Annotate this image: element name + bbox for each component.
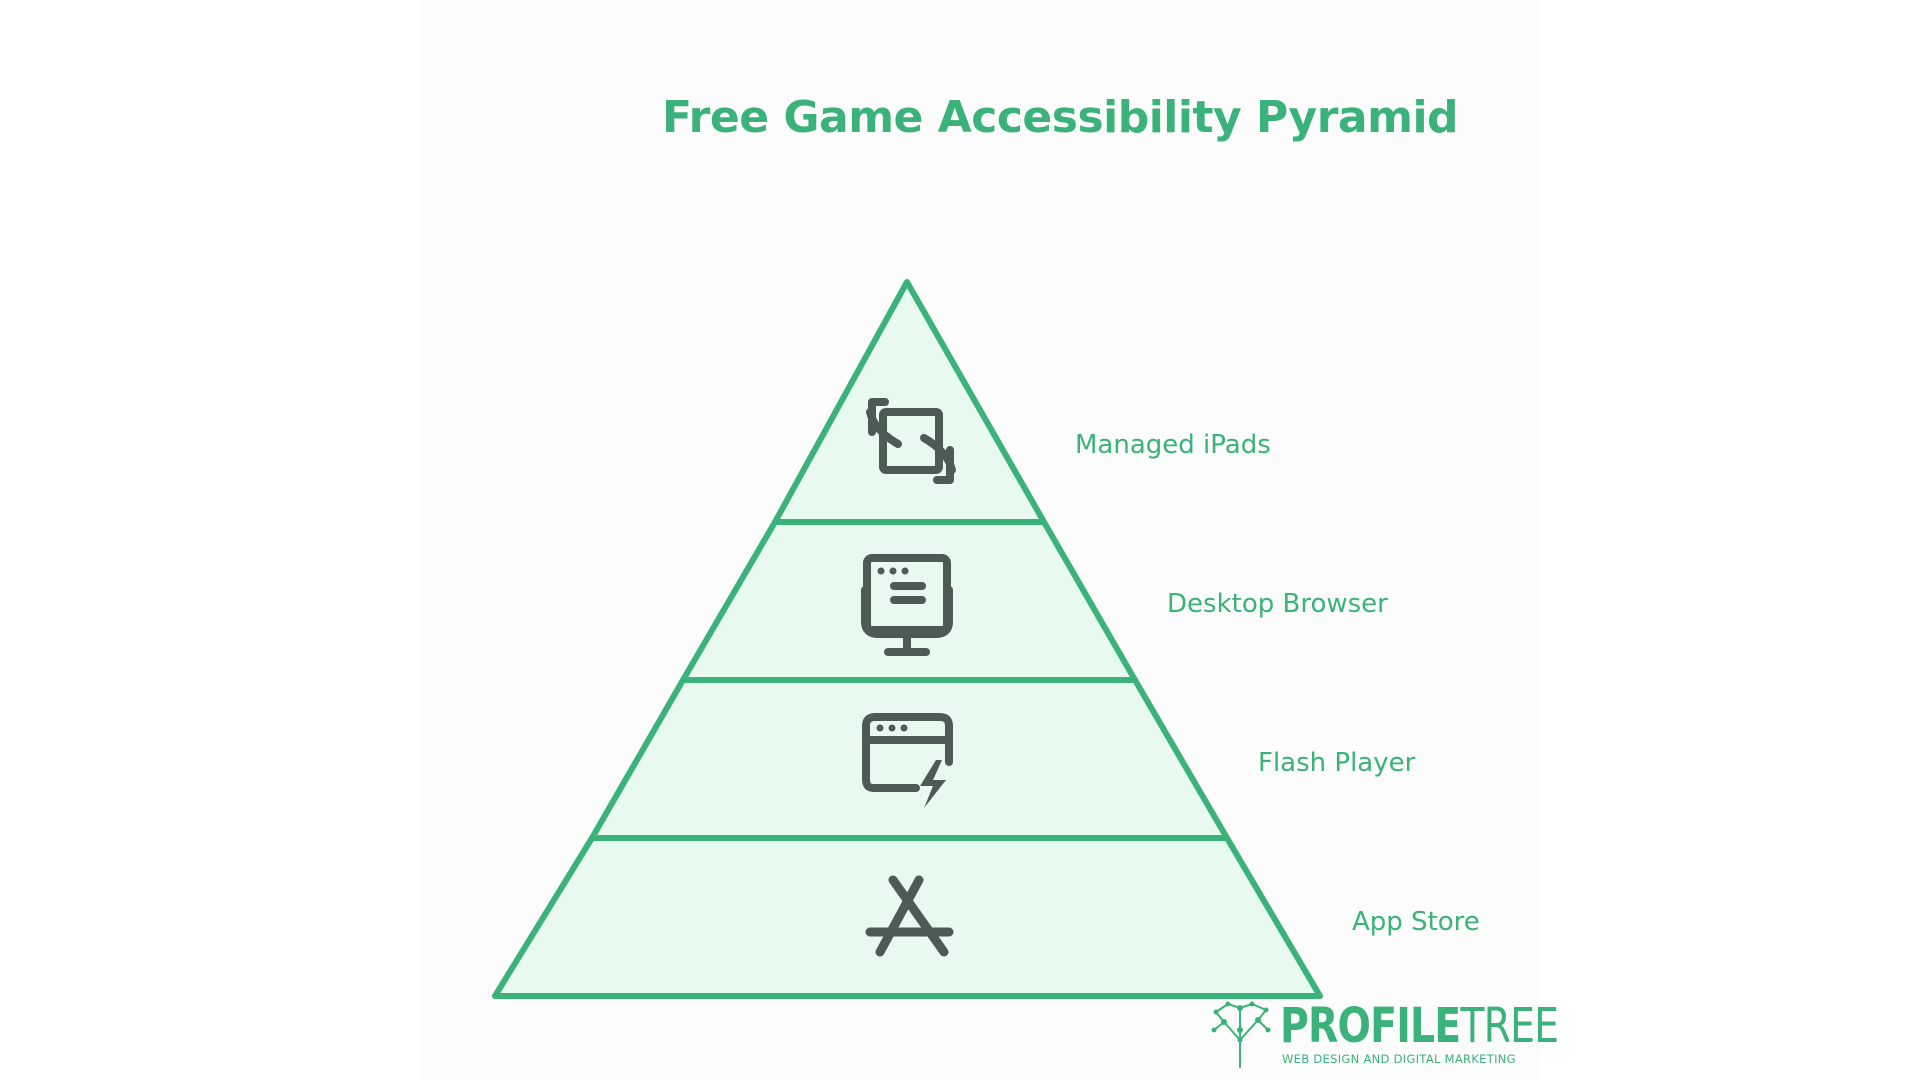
tablet-rotate-icon [866, 398, 956, 484]
app-store-icon [865, 875, 954, 957]
logo-word-bold: PROFILE [1280, 998, 1461, 1054]
pyramid-tier-4 [492, 835, 1323, 999]
tier-label-desktop-browser: Desktop Browser [1167, 589, 1388, 619]
pyramid-tier-3 [589, 677, 1230, 841]
logo-tagline: WEB DESIGN AND DIGITAL MARKETING [1282, 1052, 1516, 1066]
flash-dots [876, 724, 946, 808]
browser-dots [877, 567, 909, 575]
tier-label-flash-player: Flash Player [1258, 748, 1416, 778]
tier-label-app-store: App Store [1352, 907, 1480, 937]
lightning-bolt-icon [920, 760, 946, 808]
desktop-browser-icon [861, 554, 953, 656]
diagram-title: Free Game Accessibility Pyramid [661, 92, 1459, 143]
pyramid-tier-1 [772, 279, 1047, 525]
tree-icon [1211, 1001, 1271, 1068]
logo-word-thin: TREE [1460, 998, 1559, 1054]
browser-flash-icon [862, 713, 953, 792]
logo-wordmark: PROFILETREE [1280, 998, 1559, 1054]
profiletree-logo: PROFILETREE WEB DESIGN AND DIGITAL MARKE… [1210, 998, 1559, 1073]
tier-label-managed-ipads: Managed iPads [1075, 430, 1271, 460]
